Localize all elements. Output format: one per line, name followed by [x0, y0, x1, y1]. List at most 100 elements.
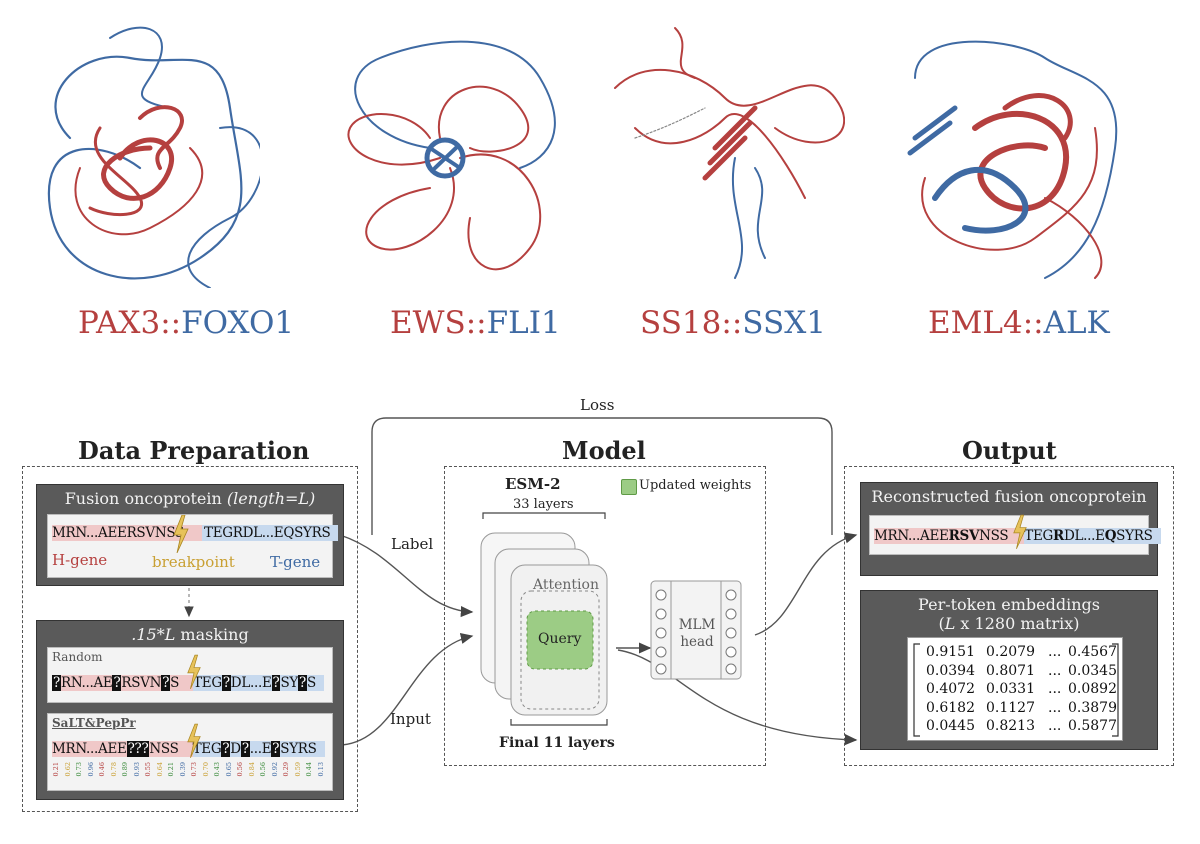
token-probability: 0.44: [305, 762, 313, 777]
reconstructed-box: Reconstructed fusion oncoprotein MRN...A…: [860, 482, 1161, 576]
query-label: Query: [538, 631, 582, 647]
eml4-alk-structure-image: [907, 40, 1118, 279]
token-probability: 0.96: [86, 762, 95, 777]
embedding-matrix: 0.9151 0.2079... 0.4567 0.0394 0.8071... 0.03…: [907, 637, 1123, 741]
token-probability: 0.70: [201, 762, 210, 777]
masking-header: .15*L masking: [131, 625, 249, 644]
matrix-cell: 0.0445: [926, 718, 975, 734]
matrix-cell: ...: [1048, 681, 1062, 697]
data-preparation-title: Data Preparation: [78, 436, 310, 465]
token-probability: 0.13: [316, 762, 325, 777]
token-probability: 0.89: [121, 762, 129, 777]
model-title: Model: [562, 436, 646, 465]
matrix-cell: 0.0345: [1068, 662, 1117, 679]
output-panel: [844, 466, 1174, 766]
fusion-oncoprotein-box: Fusion oncoprotein (length=L) MRN...AEER…: [36, 484, 344, 586]
layers-label: 33 layers: [513, 497, 574, 512]
matrix-cell: ...: [1048, 718, 1062, 734]
esm2-label: ESM-2: [505, 475, 561, 493]
attention-label: Attention: [533, 577, 599, 593]
saltpeppr-breakpoint-bolt-icon: [187, 723, 201, 759]
token-probability: 0.29: [282, 762, 290, 777]
embeddings-box: Per-token embeddings (L x 1280 matrix) 0…: [860, 590, 1158, 750]
matrix-cell: 0.0394: [926, 662, 975, 679]
token-probability: 0.93: [132, 762, 141, 777]
matrix-cell: ...: [1048, 644, 1062, 660]
model-panel: ESM-2 33 layers Updated weights Attentio…: [444, 466, 766, 766]
matrix-cell: 0.3879: [1068, 699, 1117, 716]
token-probability: 0.92: [270, 762, 279, 777]
matrix-cell: 0.6182: [926, 699, 975, 716]
matrix-brackets: [913, 643, 1119, 737]
ss18-ssx1-structure-image: [614, 27, 845, 279]
matrix-cell: 0.9151: [926, 644, 975, 660]
matrix-cell: 0.0892: [1068, 681, 1117, 697]
input-arrow-label: Input: [390, 710, 431, 728]
saltpeppr-label: SaLT&PepPr: [52, 716, 136, 730]
random-breakpoint-bolt-icon: [187, 654, 201, 690]
matrix-cell: 0.8213: [986, 718, 1035, 734]
token-probability: 0.73: [190, 762, 198, 777]
matrix-cell: 0.2079: [986, 644, 1035, 660]
protein-label-pax3-foxo1: PAX3::FOXO1: [78, 305, 295, 341]
ews-fli1-structure-image: [347, 40, 556, 271]
model-layers-diagram: [480, 512, 742, 726]
token-probability: 0.65: [224, 762, 233, 777]
mlm-head-label: MLM head: [678, 617, 716, 650]
matrix-cell: 0.4072: [926, 681, 975, 697]
protein-label-eml4-alk: EML4::ALK: [928, 305, 1110, 341]
random-label: Random: [52, 650, 103, 664]
token-probability: 0.64: [155, 762, 164, 777]
breakpoint-bolt-icon: [173, 515, 189, 553]
token-probability: 0.43: [213, 762, 221, 777]
h-gene-label: H-gene: [52, 551, 108, 569]
token-probability: 0.59: [293, 762, 302, 777]
token-probability: 0.62: [63, 762, 72, 777]
token-probability: 0.21: [167, 762, 175, 777]
matrix-cell: 0.4567: [1068, 644, 1117, 660]
matrix-cell: 0.5877: [1068, 718, 1117, 734]
label-arrow-label: Label: [391, 535, 434, 553]
final-layers-label: Final 11 layers: [499, 735, 615, 751]
token-probability: 0.46: [98, 762, 106, 777]
embeddings-header: Per-token embeddings: [918, 595, 1100, 614]
matrix-cell: 0.1127: [986, 699, 1035, 716]
fusion-oncoprotein-header: Fusion oncoprotein (length=L): [64, 489, 316, 508]
matrix-cell: ...: [1048, 699, 1062, 716]
matrix-cell: ...: [1048, 662, 1062, 679]
embeddings-subheader: (L x 1280 matrix): [938, 614, 1080, 633]
data-preparation-panel: [22, 466, 358, 812]
token-probability: 0.56: [236, 762, 244, 777]
output-title: Output: [962, 436, 1057, 465]
protein-label-ss18-ssx1: SS18::SSX1: [640, 305, 826, 341]
protein-label-ews-fli1: EWS::FLI1: [390, 305, 561, 341]
token-probability: 0.56: [259, 762, 267, 777]
token-probability: 0.39: [178, 762, 187, 777]
token-probability: 0.21: [52, 762, 60, 777]
loss-label: Loss: [580, 396, 615, 414]
matrix-cell: 0.0331: [986, 681, 1035, 697]
reconstructed-breakpoint-bolt-icon: [1013, 514, 1027, 550]
pax3-foxo1-structure-image: [47, 26, 260, 288]
updated-weights-legend-label: Updated weights: [639, 478, 752, 493]
t-gene-label: T-gene: [270, 553, 321, 571]
matrix-cell: 0.8071: [986, 662, 1035, 679]
token-probability: 0.55: [144, 762, 152, 777]
reconstructed-header: Reconstructed fusion oncoprotein: [871, 487, 1147, 506]
token-probability: 0.84: [247, 762, 256, 777]
token-probability: 0.73: [75, 762, 83, 777]
updated-weights-legend-swatch: [621, 479, 637, 495]
breakpoint-label: breakpoint: [152, 553, 235, 571]
token-probability: 0.78: [109, 762, 118, 777]
